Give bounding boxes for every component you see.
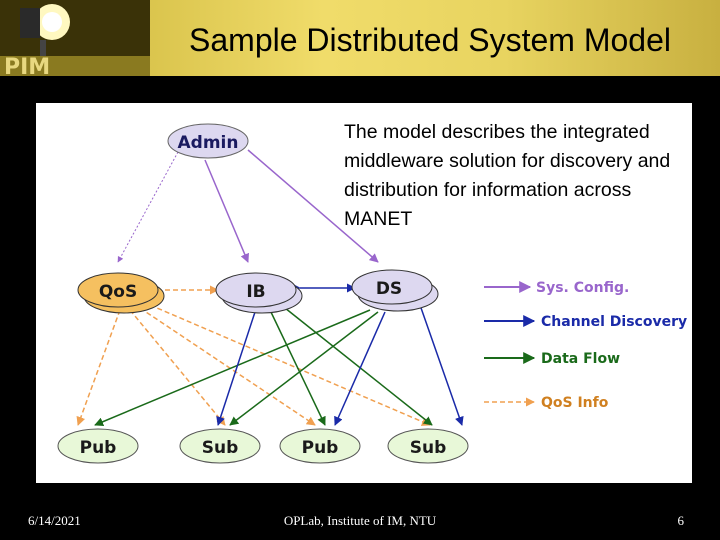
legend-qos-info-label: QoS Info [541, 395, 609, 411]
node-ib-label: IB [246, 282, 265, 302]
edge-admin-ds [247, 149, 379, 263]
edge-admin-qos [117, 151, 179, 263]
connections [76, 149, 464, 427]
legend: Sys. Config. Channel Discovery Data Flow… [484, 280, 687, 411]
edge-admin-ib [204, 159, 250, 263]
edge-ds-pub2 [334, 311, 386, 426]
edge-ds-sub1 [229, 311, 379, 426]
node-sub-1: Sub [179, 428, 261, 464]
edge-ds-sub2 [419, 304, 464, 426]
spotlight-logo-icon: PIM [0, 0, 150, 76]
node-sub-1-label: Sub [202, 438, 239, 458]
edge-ib-sub2 [284, 307, 433, 426]
node-sub-2-label: Sub [410, 438, 447, 458]
edge-qos-sub1 [129, 309, 226, 426]
edge-ds-pub1 [94, 309, 371, 427]
legend-channel-discovery-label: Channel Discovery [541, 314, 687, 330]
edge-qos-pub2 [139, 307, 316, 426]
header-bar: PIM Sample Distributed System Model [0, 0, 720, 76]
node-sub-2: Sub [387, 428, 469, 464]
edge-ib-pub2 [269, 309, 326, 426]
model-description: The model describes the integrated middl… [344, 121, 671, 230]
node-pub-1-label: Pub [80, 438, 117, 458]
node-qos: QoS [77, 272, 165, 314]
node-qos-label: QoS [99, 282, 137, 302]
footer-page-number: 6 [677, 513, 685, 528]
svg-text:PIM: PIM [4, 55, 50, 76]
node-ib: IB [215, 272, 303, 314]
edge-qos-pub1 [76, 309, 121, 426]
slide-title: Sample Distributed System Model [189, 22, 671, 58]
node-admin-label: Admin [178, 133, 239, 153]
node-pub-1: Pub [57, 428, 139, 464]
node-ds-label: DS [376, 279, 402, 299]
edge-qos-sub2 [149, 304, 431, 426]
edge-ib-sub1 [216, 311, 256, 426]
legend-sys-config-label: Sys. Config. [536, 280, 629, 296]
node-admin: Admin [167, 123, 249, 159]
node-pub-2: Pub [279, 428, 361, 464]
legend-data-flow-label: Data Flow [541, 351, 620, 367]
footer-organization: OPLab, Institute of IM, NTU [283, 513, 437, 528]
node-pub-2-label: Pub [302, 438, 339, 458]
footer-date: 6/14/2021 [28, 513, 81, 528]
node-ds: DS [351, 269, 439, 312]
